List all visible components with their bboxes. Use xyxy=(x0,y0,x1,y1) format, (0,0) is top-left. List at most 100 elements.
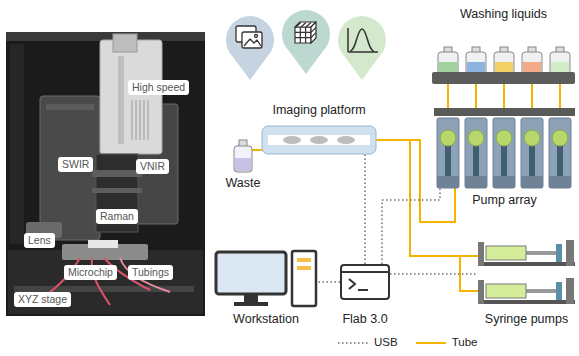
tube-connector xyxy=(503,84,505,108)
terminal-icon-shape-part xyxy=(341,271,389,273)
pump-array-shape-part xyxy=(437,176,459,188)
data-type-pins-part xyxy=(348,28,378,52)
data-type-pins-part xyxy=(348,28,378,52)
legend-item: Tube xyxy=(416,336,478,350)
terminal-icon-shape-part xyxy=(341,265,389,299)
instrument-photo-part xyxy=(88,240,118,248)
bottle-rack-shape-part xyxy=(432,72,575,84)
data-type-pins-part xyxy=(226,16,274,80)
computer-icon-shape xyxy=(214,250,318,308)
computer-icon-shape-part xyxy=(234,302,268,306)
node-label: Flab 3.0 xyxy=(342,312,387,327)
pump-array-shape-part xyxy=(493,118,515,188)
usb-connector xyxy=(382,188,440,264)
data-type-pins-part xyxy=(242,32,262,48)
syringe-pumps-shape-part xyxy=(486,284,526,298)
computer-icon-shape-part xyxy=(297,258,311,262)
legend-label: USB xyxy=(374,336,398,350)
pump-array-shape-part xyxy=(521,176,543,188)
pump-array-shape-part xyxy=(440,130,456,146)
syringe-pumps-shape-part xyxy=(556,282,562,300)
instrument-photo-part xyxy=(8,250,203,314)
microchip-platform-shape-part xyxy=(262,126,376,154)
legend-line xyxy=(416,342,446,344)
bottle-rack-shape xyxy=(432,50,575,84)
legend-label: Tube xyxy=(452,336,478,350)
terminal-icon: Flab 3.0 xyxy=(340,264,390,300)
terminal-icon-shape xyxy=(340,264,390,300)
pump-array-shape xyxy=(434,108,575,188)
tube-connector xyxy=(376,140,478,256)
legend: USB Tube xyxy=(338,336,495,350)
computer-icon: Workstation xyxy=(214,250,318,308)
usb-connector xyxy=(390,273,478,275)
bottle-rack: Washing liquids xyxy=(432,50,575,84)
part-label: XYZ stage xyxy=(14,292,71,307)
data-type-pins-part xyxy=(295,22,316,43)
syringe-pumps: Syringe pumps xyxy=(478,236,575,308)
instrument-photo-part xyxy=(132,100,148,140)
instrument-photo-part xyxy=(10,44,24,244)
microchip-platform: Imaging platform xyxy=(262,126,376,154)
usb-connector xyxy=(318,281,340,283)
data-type-pins-part xyxy=(282,10,330,74)
data-type-pins-part xyxy=(311,22,316,43)
node-label: Pump array xyxy=(472,193,537,208)
microchip-platform-shape-part xyxy=(268,135,370,145)
instrument-photo-part xyxy=(92,170,142,177)
instrument-photo-part xyxy=(92,188,142,193)
syringe-pumps-shape-part xyxy=(478,300,575,304)
syringe-pumps-shape-part xyxy=(526,289,556,293)
pump-array-shape-part xyxy=(468,130,484,146)
node-label: Waste xyxy=(226,176,261,191)
instrument-photo-part xyxy=(40,96,100,240)
syringe-pumps-shape-part xyxy=(478,242,484,266)
node-label: Imaging platform xyxy=(272,103,365,118)
waste-bottle: Waste xyxy=(234,140,252,172)
pump-array-shape-part xyxy=(552,130,568,146)
microchip-platform-shape-part xyxy=(337,136,355,144)
syringe-pumps-shape-part xyxy=(486,246,526,260)
pump-array-shape-part xyxy=(493,176,515,188)
usb-connector xyxy=(364,154,366,264)
computer-icon-shape-part xyxy=(292,251,316,306)
part-label: High speed xyxy=(128,80,189,95)
data-type-pins-part xyxy=(338,16,386,80)
pump-array-shape-part xyxy=(549,118,571,188)
pump-array-shape-part xyxy=(524,130,540,146)
computer-icon-shape-part xyxy=(244,294,258,302)
instrument-photo-part xyxy=(113,34,137,52)
node-label: Workstation xyxy=(233,312,299,327)
tube-lines-part xyxy=(448,84,560,108)
computer-icon-shape-part xyxy=(297,266,311,270)
pump-array-shape-part xyxy=(437,118,459,188)
syringe-pumps-shape xyxy=(478,236,575,308)
pump-array-shape-part xyxy=(473,146,479,176)
part-label: Tubings xyxy=(128,265,173,280)
part-label: VNIR xyxy=(136,159,169,174)
data-type-pins-part xyxy=(236,26,262,48)
legend-sample xyxy=(338,338,368,348)
tube-connector xyxy=(252,149,262,151)
part-label: Lens xyxy=(24,233,55,248)
data-type-pins xyxy=(226,10,386,80)
part-label: SWIR xyxy=(58,157,93,172)
pump-array-shape-part xyxy=(496,130,512,146)
legend-line xyxy=(338,342,368,344)
syringe-pumps-shape-part xyxy=(478,262,575,266)
microchip-platform-shape-part xyxy=(310,136,328,144)
instrument-photo xyxy=(6,32,205,316)
syringe-pumps-shape-part xyxy=(556,244,562,262)
data-type-pins-part xyxy=(295,23,316,44)
pump-array-shape-part xyxy=(549,176,571,188)
pump-array-shape-part xyxy=(501,146,507,176)
pump-array-shape-part xyxy=(434,108,575,116)
data-type-pins-part xyxy=(255,35,258,38)
syringe-pumps-shape-part xyxy=(478,280,484,304)
part-label: Microchip xyxy=(64,265,117,280)
pump-array-shape-part xyxy=(465,118,487,188)
data-type-pins-part xyxy=(244,39,261,46)
waste-bottle-shape-part xyxy=(234,146,252,172)
